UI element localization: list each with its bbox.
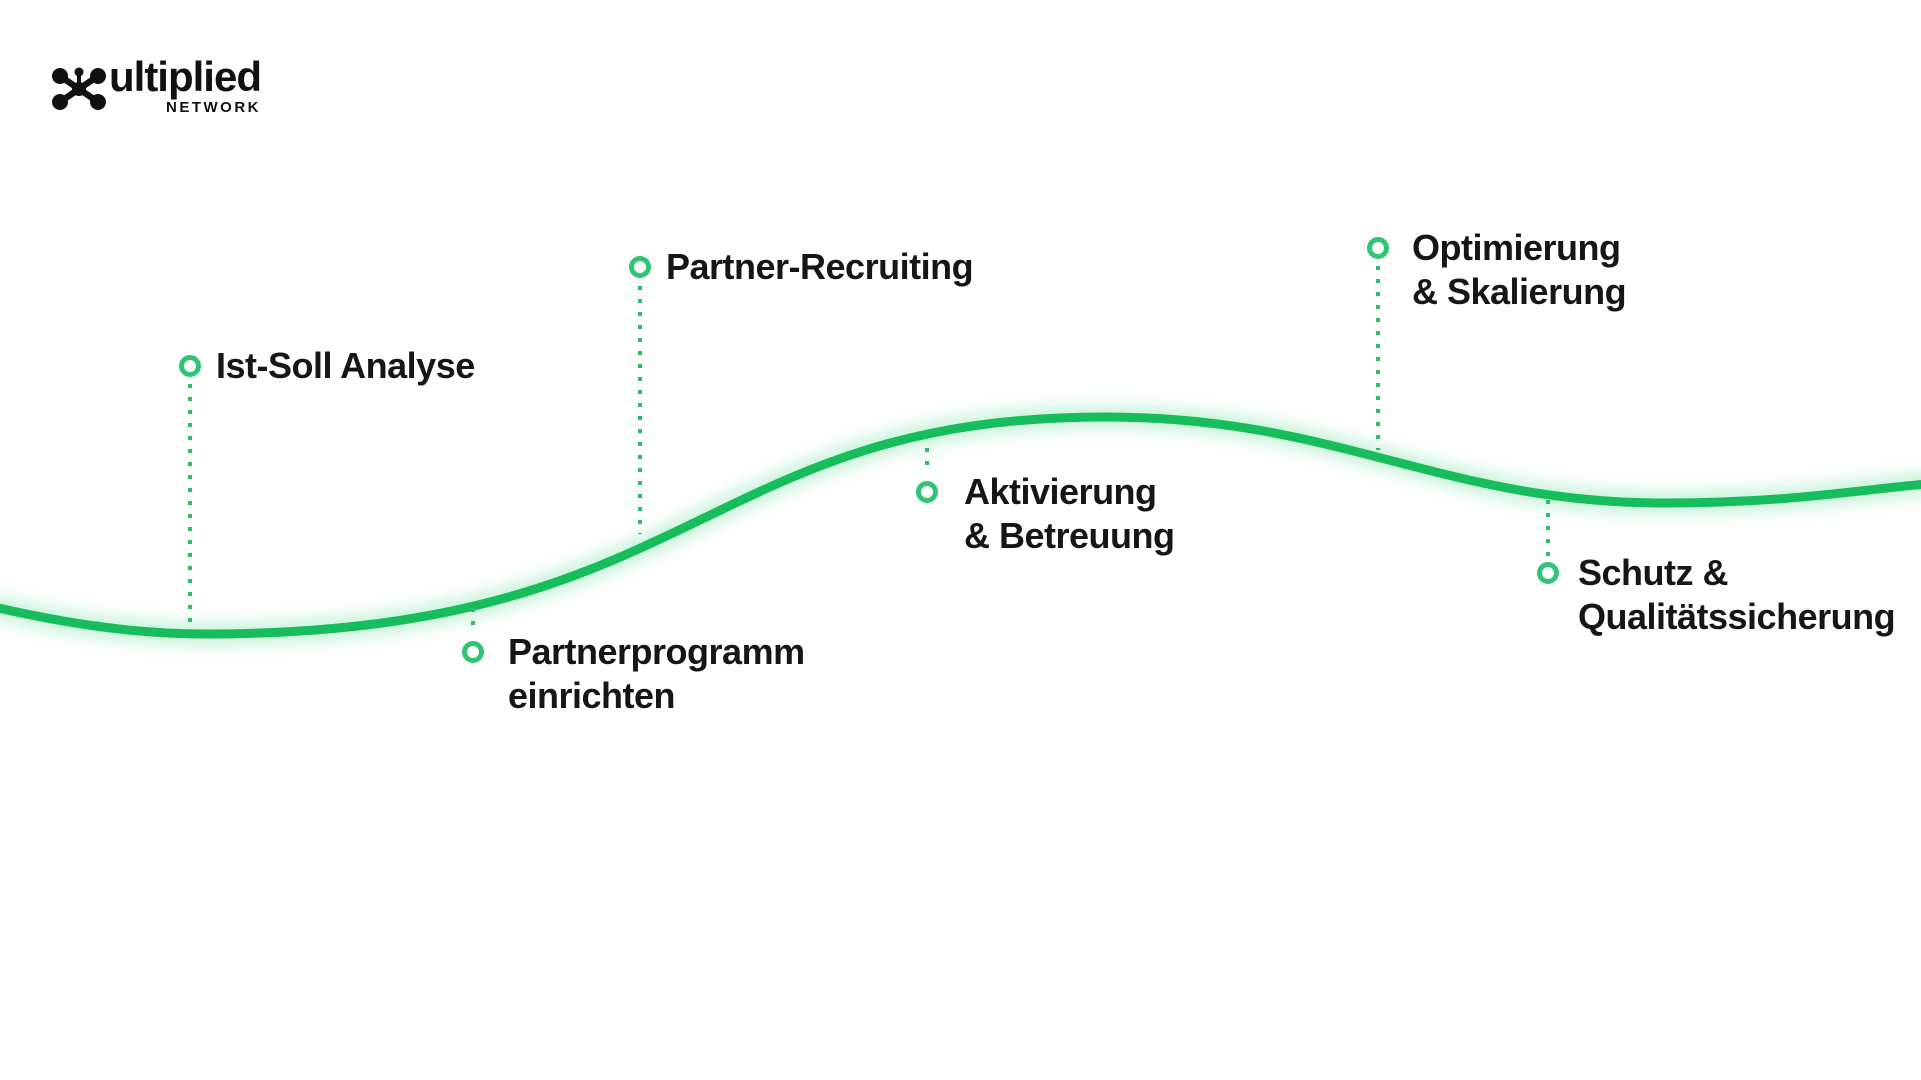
logo-word: ultiplied	[109, 53, 262, 100]
milestone-label: Ist-Soll Analyse	[216, 344, 475, 388]
milestone-label-line: Partner-Recruiting	[666, 246, 974, 287]
milestone-label: Optimierung & Skalierung	[1412, 226, 1627, 314]
logo-subline: NETWORK	[166, 99, 261, 116]
milestone-label: Aktivierung & Betreuung	[964, 470, 1175, 558]
dotted-connector	[188, 384, 192, 624]
journey-curve-line	[0, 412, 1921, 639]
dotted-connector	[471, 608, 475, 634]
milestone-label-line: Schutz &	[1578, 552, 1729, 593]
network-m-icon	[52, 67, 106, 110]
milestone-label-line: Qualitätssicherung	[1578, 596, 1896, 637]
milestone-label: Partner-Recruiting	[666, 245, 974, 289]
milestone-marker-icon	[179, 355, 201, 377]
milestone-label-line: Aktivierung	[964, 471, 1157, 512]
milestone-marker-icon	[1367, 237, 1389, 259]
milestone-label-line: & Betreuung	[964, 515, 1175, 556]
dotted-connector	[1376, 266, 1380, 450]
milestone-label-line: & Skalierung	[1412, 271, 1627, 312]
dotted-connector	[638, 286, 642, 534]
milestone-label-line: einrichten	[508, 675, 676, 716]
milestone-marker-icon	[1537, 562, 1559, 584]
logo: ultiplied NETWORK	[50, 52, 262, 116]
milestone-label: Partnerprogramm einrichten	[508, 630, 805, 718]
milestone-label: Schutz & Qualitätssicherung	[1578, 551, 1896, 639]
milestone-label-line: Ist-Soll Analyse	[216, 345, 475, 386]
milestone-marker-icon	[916, 481, 938, 503]
milestone-marker-icon	[629, 256, 651, 278]
milestone-label-line: Optimierung	[1412, 227, 1621, 268]
milestone-label-line: Partnerprogramm	[508, 631, 805, 672]
logo-wordmark: ultiplied NETWORK	[109, 52, 262, 116]
dotted-connector	[925, 448, 929, 474]
milestone-marker-icon	[462, 641, 484, 663]
dotted-connector	[1546, 500, 1550, 556]
